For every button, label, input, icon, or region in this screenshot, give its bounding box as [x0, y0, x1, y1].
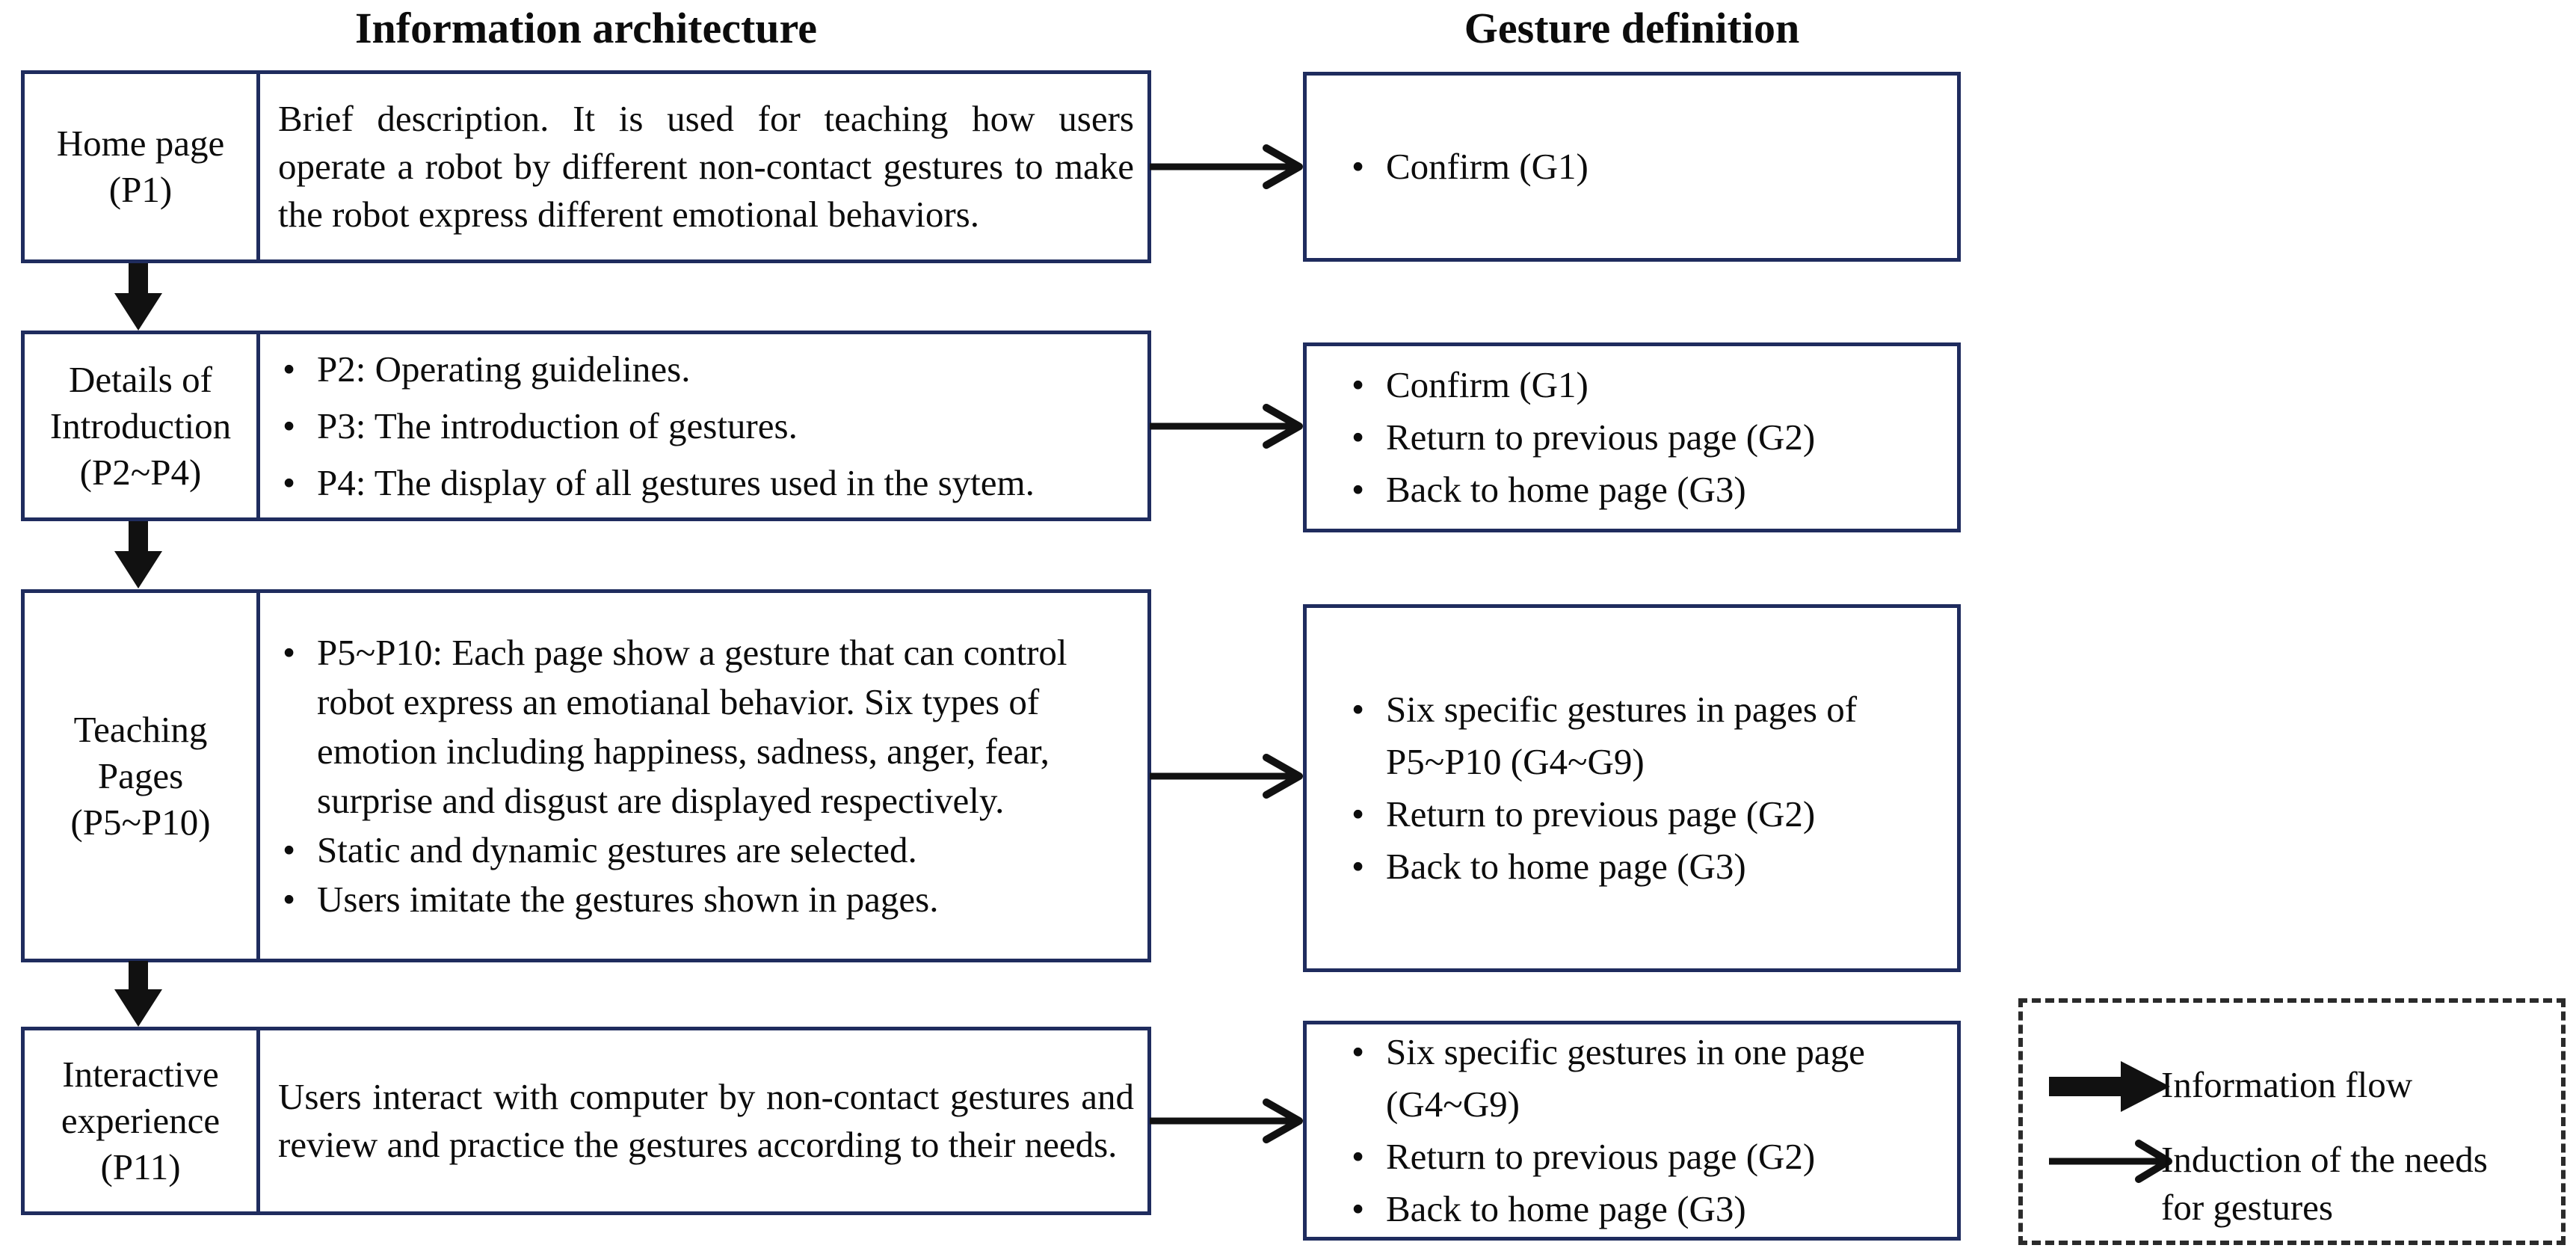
- description-text: Users interact with computer by non-cont…: [278, 1076, 1134, 1165]
- induction-arrow-icon: [1150, 1098, 1303, 1143]
- induction-arrow-icon: [1150, 144, 1303, 189]
- gesture-box-details: Confirm (G1) Return to previous page (G2…: [1303, 342, 1961, 532]
- description-bullet: P2: Operating guidelines.: [278, 341, 1134, 398]
- information-flow-arrow-icon: [114, 263, 162, 331]
- gesture-box-home: Confirm (G1): [1303, 72, 1961, 262]
- information-architecture-title: Information architecture: [354, 4, 817, 52]
- gesture-bullet: Return to previous page (G2): [1352, 411, 1944, 464]
- page-label-home: Home page (P1): [25, 74, 260, 259]
- description-bullet: Users imitate the gestures shown in page…: [278, 875, 1134, 924]
- description-text: Brief description. It is used for teachi…: [278, 98, 1134, 235]
- gesture-bullet: Back to home page (G3): [1352, 1183, 1944, 1235]
- legend-item-label: Induction of the needs for gestures: [2161, 1139, 2488, 1228]
- row-details-box: Details of Introduction (P2~P4) P2: Oper…: [21, 331, 1151, 521]
- gesture-bullet: Confirm (G1): [1352, 141, 1944, 193]
- induction-arrow-icon: [2049, 1140, 2172, 1183]
- gesture-bullet: Confirm (G1): [1352, 359, 1944, 411]
- description-cell-interactive: Users interact with computer by non-cont…: [260, 1030, 1147, 1211]
- information-flow-arrow-icon: [2049, 1061, 2170, 1112]
- page-label-interactive: Interactive experience (P11): [25, 1030, 260, 1211]
- gesture-box-interactive: Six specific gestures in one page (G4~G9…: [1303, 1021, 1961, 1241]
- description-bullet: P5~P10: Each page show a gesture that ca…: [278, 628, 1134, 826]
- gesture-bullet: Six specific gestures in pages of P5~P10…: [1352, 683, 1944, 788]
- description-bullet: Static and dynamic gestures are selected…: [278, 826, 1134, 875]
- page-label-teaching: Teaching Pages (P5~P10): [25, 593, 260, 959]
- row-home-page-box: Home page (P1) Brief description. It is …: [21, 70, 1151, 263]
- legend: Information flow Induction of the needs …: [2018, 998, 2566, 1245]
- description-bullet: P4: The display of all gestures used in …: [278, 455, 1134, 511]
- row-teaching-box: Teaching Pages (P5~P10) P5~P10: Each pag…: [21, 589, 1151, 962]
- gesture-bullet: Back to home page (G3): [1352, 840, 1944, 893]
- gesture-bullet: Back to home page (G3): [1352, 464, 1944, 516]
- induction-arrow-icon: [1150, 404, 1303, 449]
- description-cell-home: Brief description. It is used for teachi…: [260, 74, 1147, 259]
- page-label-details: Details of Introduction (P2~P4): [25, 334, 260, 517]
- information-flow-arrow-icon: [114, 961, 162, 1027]
- gesture-bullet: Return to previous page (G2): [1352, 788, 1944, 840]
- information-flow-arrow-icon: [114, 521, 162, 588]
- gesture-definition-title: Gesture definition: [1464, 4, 1800, 52]
- gesture-box-teaching: Six specific gestures in pages of P5~P10…: [1303, 604, 1961, 972]
- legend-item-label: Information flow: [2161, 1064, 2413, 1105]
- gesture-bullet: Return to previous page (G2): [1352, 1131, 1944, 1183]
- induction-arrow-icon: [1150, 754, 1303, 799]
- description-cell-teaching: P5~P10: Each page show a gesture that ca…: [260, 593, 1147, 959]
- description-bullet: P3: The introduction of gestures.: [278, 398, 1134, 455]
- row-interactive-box: Interactive experience (P11) Users inter…: [21, 1027, 1151, 1215]
- description-cell-details: P2: Operating guidelines. P3: The introd…: [260, 334, 1147, 517]
- gesture-bullet: Six specific gestures in one page (G4~G9…: [1352, 1026, 1944, 1131]
